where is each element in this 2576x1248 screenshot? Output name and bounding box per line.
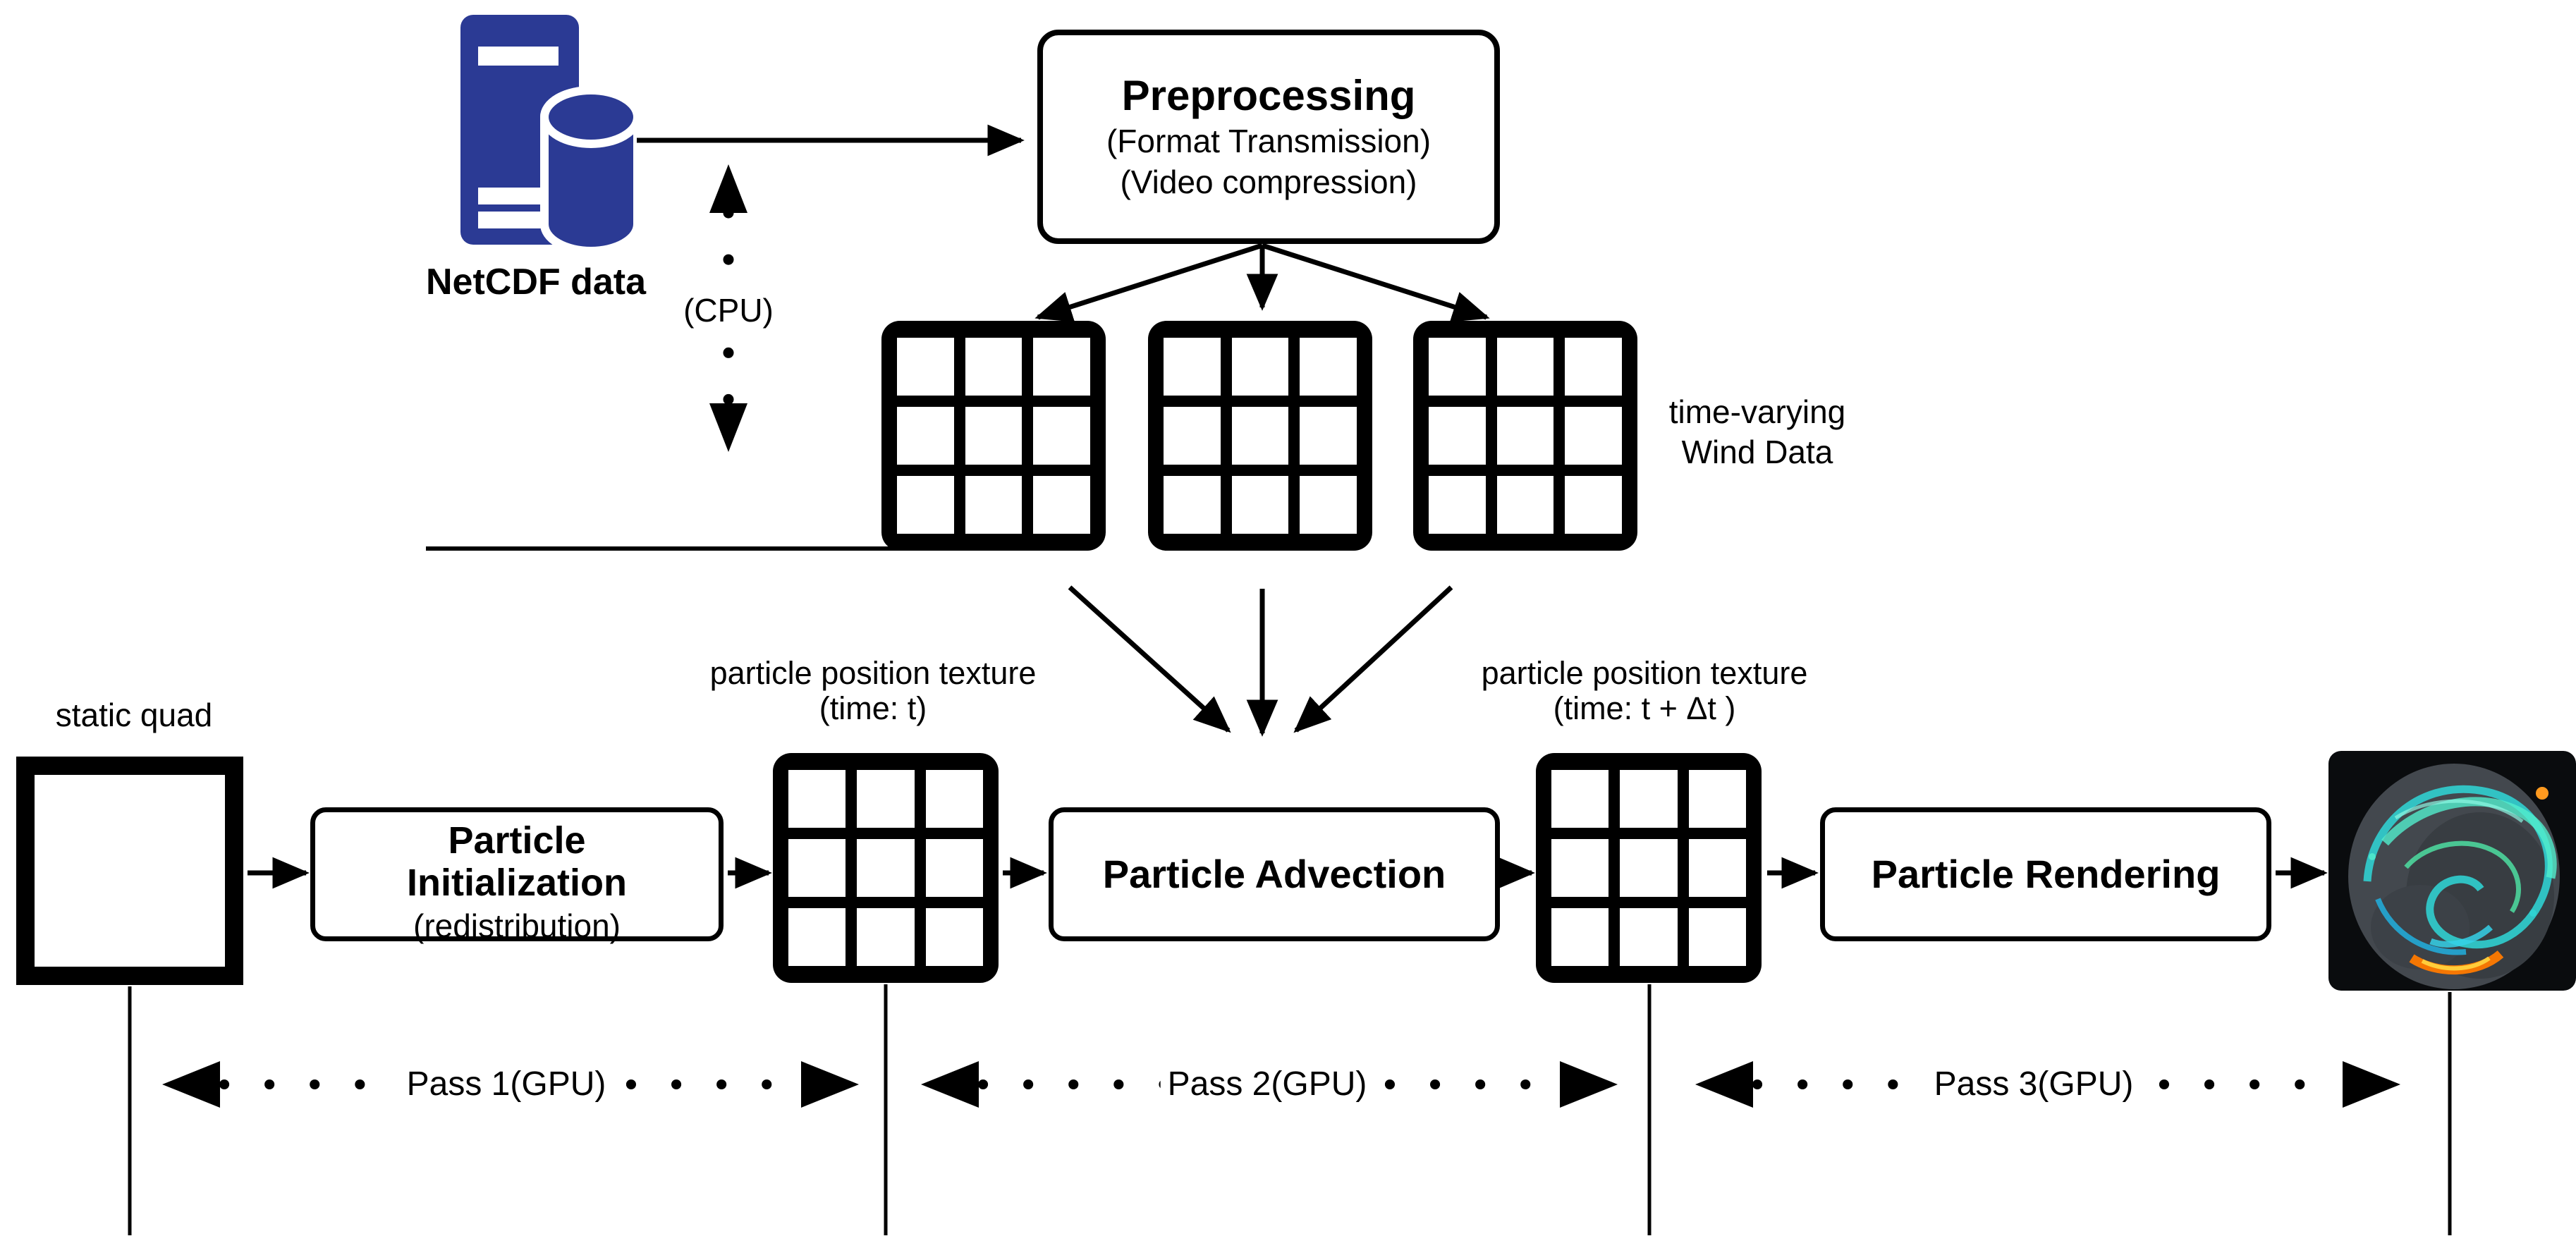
texture-cell <box>925 908 983 966</box>
static-quad-label: static quad <box>55 697 213 733</box>
texture-t-label: particle position texture (time: t) <box>710 656 1037 726</box>
texture-cell <box>1033 476 1090 534</box>
wind-texture-grid-icon-3 <box>1413 321 1637 551</box>
netcdf-label: NetCDF data <box>425 262 647 302</box>
texture-cell <box>1231 338 1289 396</box>
texture-cell <box>1565 407 1622 465</box>
texture-cell <box>1300 407 1357 465</box>
texture-cell <box>1164 476 1221 534</box>
texture-cell <box>1300 338 1357 396</box>
texture-t2-label-line1: particle position texture <box>1481 655 1808 691</box>
pass-1-gpu-label: Pass 1(GPU) <box>399 1061 614 1108</box>
texture-t-label-line2: (time: t) <box>819 690 927 726</box>
texture-cell <box>788 839 846 897</box>
texture-cell <box>1496 407 1554 465</box>
texture-cell <box>1429 407 1486 465</box>
particle-position-texture-t-grid-icon <box>773 753 999 983</box>
texture-cell <box>1231 407 1289 465</box>
texture-cell <box>897 476 954 534</box>
texture-cell <box>1164 338 1221 396</box>
particle-initialization-box: Particle Initialization (redistribution) <box>310 807 724 944</box>
texture-cell <box>1551 770 1609 828</box>
preprocessing-sub1: (Format Transmission) <box>1106 123 1432 159</box>
rendered-particle-visualization <box>2328 751 2576 991</box>
texture-cell <box>1033 338 1090 396</box>
texture-cell <box>1620 908 1678 966</box>
texture-cell <box>857 908 915 966</box>
static-quad-shape <box>16 757 243 985</box>
wind-texture-grid-icon-2 <box>1148 321 1372 551</box>
pass-2-gpu-label: Pass 2(GPU) <box>1160 1061 1374 1108</box>
texture-t-label-line1: particle position texture <box>709 655 1037 691</box>
texture-cell <box>1429 476 1486 534</box>
texture-cell <box>925 770 983 828</box>
wind-data-label-line2: Wind Data <box>1681 434 1833 470</box>
particle-advection-box: Particle Advection <box>1049 807 1500 941</box>
texture-cell <box>1496 476 1554 534</box>
particle-advection-title: Particle Advection <box>1102 852 1446 896</box>
preprocessing-title: Preprocessing <box>1121 72 1416 119</box>
pass-3-gpu-label: Pass 3(GPU) <box>1927 1061 2141 1108</box>
particle-position-texture-t2-grid-icon <box>1536 753 1762 983</box>
particle-initialization-line1: Particle <box>448 819 586 862</box>
texture-cell <box>788 770 846 828</box>
wind-texture-grid-icon-1 <box>881 321 1106 551</box>
preprocessing-box: Preprocessing (Format Transmission) (Vid… <box>1037 30 1500 244</box>
texture-cell <box>1300 476 1357 534</box>
texture-cell <box>897 407 954 465</box>
texture-cell <box>1688 908 1746 966</box>
preprocessing-sub2: (Video compression) <box>1120 164 1417 200</box>
wind-data-label-line1: time-varying <box>1668 393 1846 430</box>
texture-cell <box>1033 407 1090 465</box>
texture-cell <box>1688 839 1746 897</box>
wind-data-label: time-varying Wind Data <box>1669 392 1846 472</box>
texture-cell <box>925 839 983 897</box>
netcdf-server-database-icon <box>460 15 642 250</box>
texture-cell <box>1164 407 1221 465</box>
texture-cell <box>1231 476 1289 534</box>
texture-cell <box>1565 338 1622 396</box>
texture-cell <box>857 839 915 897</box>
texture-cell <box>788 908 846 966</box>
texture-cell <box>897 338 954 396</box>
cpu-label: (CPU) <box>679 290 778 331</box>
particle-rendering-title: Particle Rendering <box>1871 852 2221 896</box>
texture-cell <box>965 338 1023 396</box>
texture-cell <box>1688 770 1746 828</box>
texture-t2-label: particle position texture (time: t + Δt … <box>1482 656 1808 726</box>
particle-rendering-box: Particle Rendering <box>1820 807 2271 941</box>
texture-cell <box>965 407 1023 465</box>
texture-cell <box>1551 839 1609 897</box>
texture-cell <box>965 476 1023 534</box>
texture-cell <box>1565 476 1622 534</box>
texture-cell <box>1620 839 1678 897</box>
particle-initialization-sub: (redistribution) <box>413 907 621 944</box>
texture-cell <box>1620 770 1678 828</box>
texture-cell <box>1496 338 1554 396</box>
texture-cell <box>857 770 915 828</box>
texture-cell <box>1429 338 1486 396</box>
texture-cell <box>1551 908 1609 966</box>
particle-initialization-line2: Initialization <box>406 862 627 904</box>
texture-t2-label-line2: (time: t + Δt ) <box>1553 690 1736 726</box>
